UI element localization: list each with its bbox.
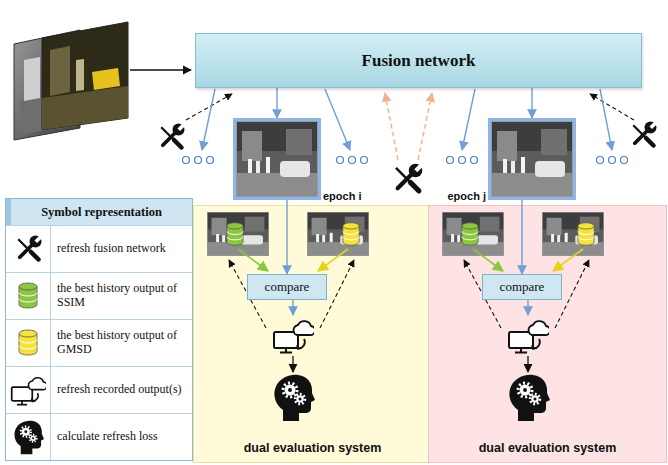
legend-row: refresh recorded output(s) bbox=[6, 366, 192, 413]
epoch-label: epoch j bbox=[447, 190, 486, 202]
epoch-label: epoch i bbox=[323, 190, 362, 202]
legend-row: calculate refresh loss bbox=[6, 413, 192, 460]
flow-arrow bbox=[286, 200, 287, 274]
legend-text: the best history output of SSIM bbox=[51, 282, 192, 310]
wrench-icon bbox=[13, 234, 43, 264]
node-text: Fusion network bbox=[362, 51, 476, 71]
legend-text: refresh fusion network bbox=[51, 242, 172, 256]
legend-text: calculate refresh loss bbox=[51, 430, 164, 444]
legend-heading-cell: Symbol representation bbox=[6, 199, 192, 225]
head-gear-icon bbox=[12, 420, 44, 455]
flow-arrow bbox=[276, 88, 277, 118]
node-text: compare bbox=[500, 279, 545, 295]
node-text: compare bbox=[265, 279, 310, 295]
legend-row: the best history output of GMSD bbox=[6, 319, 192, 366]
legend-row: refresh fusion network bbox=[6, 225, 192, 272]
database-icon bbox=[17, 328, 39, 358]
fused-image-frame: epoch j bbox=[488, 118, 576, 200]
process-box: compare bbox=[482, 274, 562, 300]
database-icon bbox=[17, 281, 39, 311]
legend-heading: Symbol representation bbox=[41, 205, 162, 220]
legend-text: the best history output of GMSD bbox=[51, 329, 192, 357]
legend-table: Symbol representation refresh fusion net… bbox=[5, 198, 193, 461]
flow-arrow bbox=[521, 200, 522, 274]
panel-title: dual evaluation system bbox=[194, 441, 431, 455]
cloud-computer-icon bbox=[10, 375, 46, 406]
network-box: Fusion network bbox=[195, 33, 642, 88]
flow-arrow bbox=[531, 88, 532, 118]
panel-title: dual evaluation system bbox=[429, 441, 666, 455]
legend-text: refresh recorded output(s) bbox=[51, 383, 188, 397]
legend-row: the best history output of SSIM bbox=[6, 272, 192, 319]
process-box: compare bbox=[247, 274, 327, 300]
fused-image-frame: epoch i bbox=[233, 118, 321, 200]
